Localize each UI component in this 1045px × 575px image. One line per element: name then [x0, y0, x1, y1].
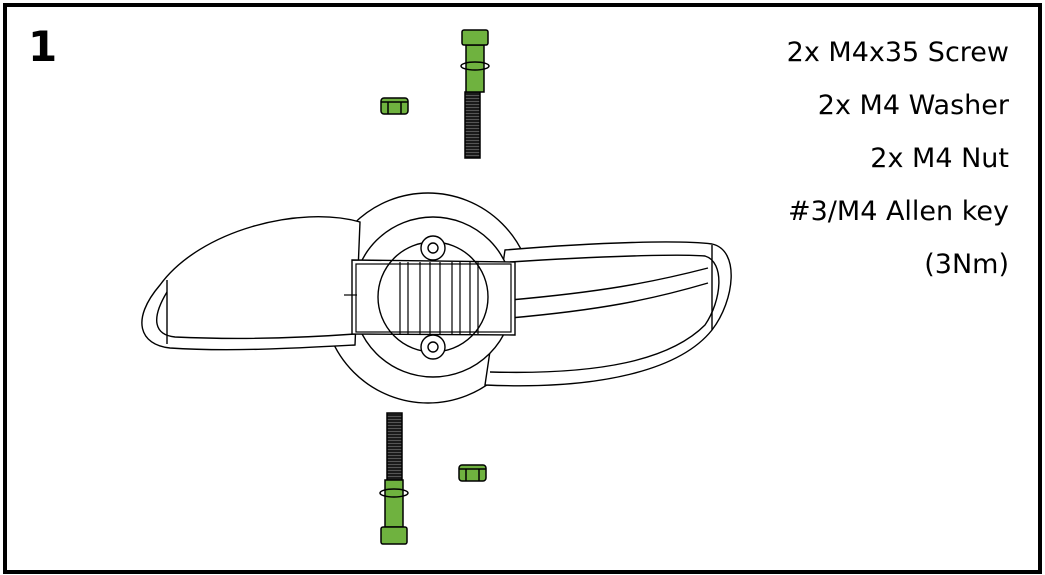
step-number: 1 — [28, 22, 58, 71]
part-screw: 2x M4x35 Screw — [786, 37, 1009, 68]
screw-bottom-icon — [379, 412, 409, 545]
screw-top-icon — [460, 29, 490, 159]
washer-bottom-icon — [379, 488, 409, 498]
part-nut: 2x M4 Nut — [870, 143, 1009, 174]
part-washer: 2x M4 Washer — [817, 90, 1009, 121]
parts-list: 2x M4x35 Screw 2x M4 Washer 2x M4 Nut #3… — [787, 26, 1009, 291]
step-frame — [3, 3, 1042, 574]
mount-bracket-icon — [141, 192, 732, 404]
part-allen-key: #3/M4 Allen key — [788, 196, 1009, 227]
part-torque: (3Nm) — [924, 249, 1009, 280]
washer-top-icon — [460, 61, 490, 71]
nut-bottom-icon — [458, 464, 487, 482]
nut-top-icon — [380, 97, 409, 115]
